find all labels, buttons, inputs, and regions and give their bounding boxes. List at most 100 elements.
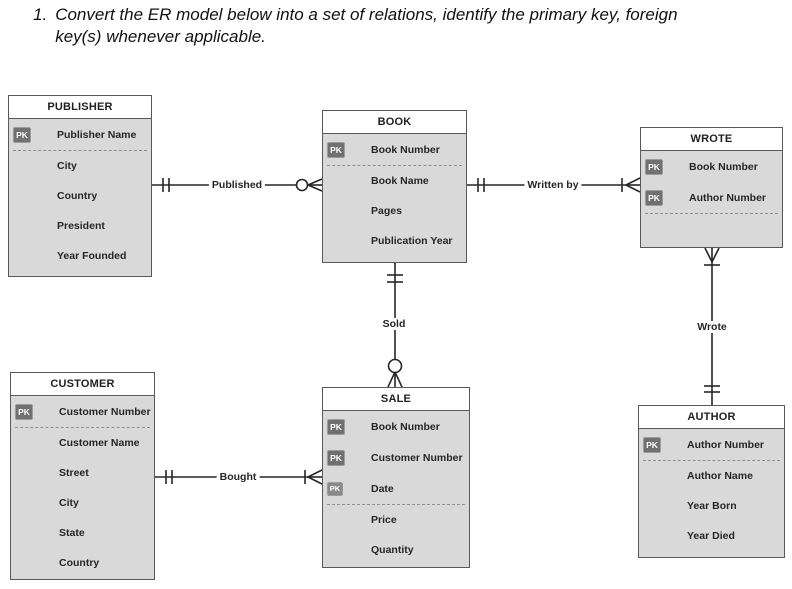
attribute-label: Book Number (689, 160, 758, 173)
attribute-row: Publication Year (323, 226, 466, 256)
attribute-label: Book Name (371, 175, 429, 187)
attribute-row: PK Book Number (323, 134, 466, 165)
attribute-row: Street (11, 458, 154, 488)
pk-section-divider (645, 213, 778, 214)
attribute-label: Customer Name (59, 437, 140, 449)
entity-title-publisher: PUBLISHER (9, 96, 151, 119)
connector-segment (387, 371, 396, 388)
attribute-label: Country (57, 190, 98, 202)
attribute-label: Year Born (687, 500, 737, 512)
attribute-label: City (59, 497, 79, 509)
pk-badge: PK (327, 141, 345, 158)
attribute-label: Customer Number (371, 451, 463, 464)
attribute-label: Street (59, 467, 89, 479)
attribute-row: Book Name (323, 166, 466, 196)
question-line-2: key(s) whenever applicable. (55, 27, 266, 46)
connector-label-sold: Sold (379, 318, 409, 330)
attribute-row: PK Customer Number (11, 396, 154, 427)
connector-sold (387, 263, 403, 388)
attribute-row: PK Author Number (641, 182, 782, 213)
attribute-label: Book Number (371, 420, 440, 433)
attribute-label: Book Number (371, 143, 440, 156)
attribute-row: Year Founded (9, 241, 151, 271)
connector-segment (307, 469, 323, 478)
attribute-label: Year Founded (57, 250, 127, 262)
attribute-label: Customer Number (59, 405, 151, 418)
attribute-label: Author Name (687, 470, 753, 482)
question-number: 1. (33, 5, 48, 24)
attribute-row: PK Author Number (639, 429, 784, 460)
attribute-label: State (59, 527, 85, 539)
entity-title-sale: SALE (323, 388, 469, 411)
connector-label-published: Published (208, 179, 266, 191)
connector-segment (711, 247, 720, 263)
attribute-row: City (11, 488, 154, 518)
pk-section-divider (643, 460, 780, 461)
entity-title-book: BOOK (323, 111, 466, 134)
connector-segment (307, 476, 323, 485)
attribute-row: State (11, 518, 154, 548)
pk-badge: PK (327, 449, 345, 466)
attribute-row: PK Date (323, 473, 469, 504)
attribute-row: City (9, 151, 151, 181)
zero-cardinality-circle (387, 358, 403, 374)
entity-title-author: AUTHOR (639, 406, 784, 429)
entity-title-wrote: WROTE (641, 128, 782, 151)
attribute-label: Quantity (371, 544, 414, 556)
attribute-label: Publication Year (371, 235, 453, 247)
attribute-label: Publisher Name (57, 128, 137, 141)
attribute-row: Year Born (639, 491, 784, 521)
connector-segment (307, 184, 323, 192)
connector-segment (625, 184, 641, 193)
attribute-label: Year Died (687, 530, 735, 542)
attribute-row: PK Book Number (323, 411, 469, 442)
attribute-label: City (57, 160, 77, 172)
pk-section-divider (13, 150, 147, 151)
pk-badge: PK (327, 418, 345, 435)
attribute-label: Author Number (687, 438, 764, 451)
pk-section-divider (15, 427, 150, 428)
connector-label-wrote: Wrote (694, 321, 730, 333)
connector-segment (704, 247, 713, 263)
attribute-row: Year Died (639, 521, 784, 551)
connector-label-bought: Bought (216, 471, 260, 483)
connector-segment (394, 371, 403, 388)
connector-segment (307, 178, 323, 186)
pk-badge: PK (645, 189, 663, 206)
connector-segment (625, 177, 641, 186)
pk-badge: PK (327, 481, 343, 496)
pk-badge: PK (643, 436, 661, 453)
pk-badge: PK (645, 158, 663, 175)
attribute-label: Country (59, 557, 100, 569)
pk-badge: PK (15, 403, 33, 420)
attribute-label: Price (371, 514, 397, 526)
attribute-row: Author Name (639, 461, 784, 491)
attribute-row: Pages (323, 196, 466, 226)
attribute-label: Date (371, 482, 394, 495)
question-text: 1. Convert the ER model below into a set… (33, 4, 678, 48)
pk-section-divider (327, 504, 465, 505)
attribute-row: President (9, 211, 151, 241)
attribute-label: President (57, 220, 105, 232)
zero-cardinality-circle (295, 178, 309, 192)
attribute-label: Author Number (689, 191, 766, 204)
attribute-row: Quantity (323, 535, 469, 565)
attribute-row: Customer Name (11, 428, 154, 458)
question-body: Convert the ER model below into a set of… (55, 4, 677, 48)
connector-label-written-by: Written by (524, 179, 582, 191)
pk-badge: PK (13, 126, 31, 143)
attribute-label: Pages (371, 205, 402, 217)
attribute-row: PK Publisher Name (9, 119, 151, 150)
attribute-row: Country (11, 548, 154, 578)
attribute-row: Price (323, 505, 469, 535)
attribute-row: Country (9, 181, 151, 211)
attribute-row: PK Book Number (641, 151, 782, 182)
